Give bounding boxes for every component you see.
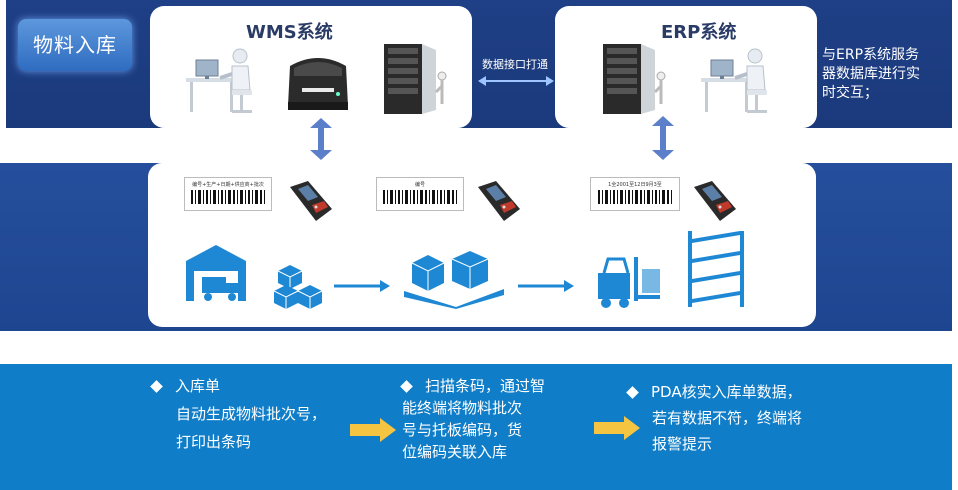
barcode-icon [191,190,265,204]
double-arrow-vertical-icon [652,116,674,160]
step-line: 位编码关联入库 [402,443,508,461]
person-at-desk-icon [701,48,767,113]
step-heading: PDA核实入库单数据， [651,383,802,401]
barcode-label: 编号 [376,177,464,211]
diamond-bullet-icon [626,385,639,399]
diamond-bullet-icon [150,379,163,393]
pallet-boxes-icon [404,251,504,309]
step-card: 扫描条码，通过智 能终端将物料批次 号与托板编码，货 位编码关联入库 [400,375,592,463]
barcode-icon [383,190,457,204]
side-note-line: 时交互； [822,85,878,101]
side-note: 与ERP系统服务 器数据库进行实 时交互； [822,46,950,103]
erp-system-box: ERP系统 [555,6,817,128]
server-rack-icon [603,44,666,114]
side-note-line: 与ERP系统服务 [822,47,920,63]
step-line: 打印出条码 [176,433,252,451]
barcode-label-text: 1全2001至12日9月3至 [608,182,662,188]
forklift-icon [598,257,660,308]
wms-title: WMS系统 [246,22,333,43]
flow-arrow-icon [518,280,574,292]
process-flow-box: 编号+生产+日期+供应商+批次 编号 1全2001至12日9月3至 [148,163,816,327]
section-title-tag: 物料入库 [18,19,132,71]
barcode-label-text: 编号 [414,182,425,188]
step-card: 入库单 自动生成物料批次号， 打印出条码 [150,375,352,453]
shelf-rack-icon [688,231,744,307]
step-line: 自动生成物料批次号， [176,405,327,423]
double-arrow-horizontal-icon [478,76,554,86]
diamond-bullet-icon [400,379,413,393]
flow-arrow-icon [334,280,390,292]
pda-scanner-icon [290,181,332,221]
server-rack-icon [384,44,447,114]
step-heading: 入库单 [175,377,221,395]
step-line: 报警提示 [652,435,713,453]
pda-scanner-icon [478,181,520,221]
step-line: 若有数据不符，终端将 [652,409,803,427]
step-heading: 扫描条码，通过智 [425,377,546,395]
pda-scanner-icon [694,181,736,221]
barcode-icon [598,190,672,204]
interface-label: 数据接口打通 [482,58,548,71]
step-line: 能终端将物料批次 [402,399,523,417]
yellow-arrow-icon [594,416,640,440]
boxes-icon [273,265,323,309]
barcode-label-text: 编号+生产+日期+供应商+批次 [192,182,264,188]
barcode-label: 1全2001至12日9月3至 [590,177,680,211]
person-at-desk-icon [186,48,252,113]
step-line: 号与托板编码，货 [402,421,523,439]
label-printer-icon [288,58,348,110]
step-card: PDA核实入库单数据， 若有数据不符，终端将 报警提示 [626,381,858,455]
yellow-arrow-icon [350,418,396,442]
barcode-label: 编号+生产+日期+供应商+批次 [184,177,272,211]
wms-system-box: WMS系统 [150,6,472,128]
side-note-line: 器数据库进行实 [822,66,920,82]
double-arrow-vertical-icon [310,118,332,160]
erp-title: ERP系统 [661,22,737,43]
warehouse-truck-icon [186,245,246,301]
